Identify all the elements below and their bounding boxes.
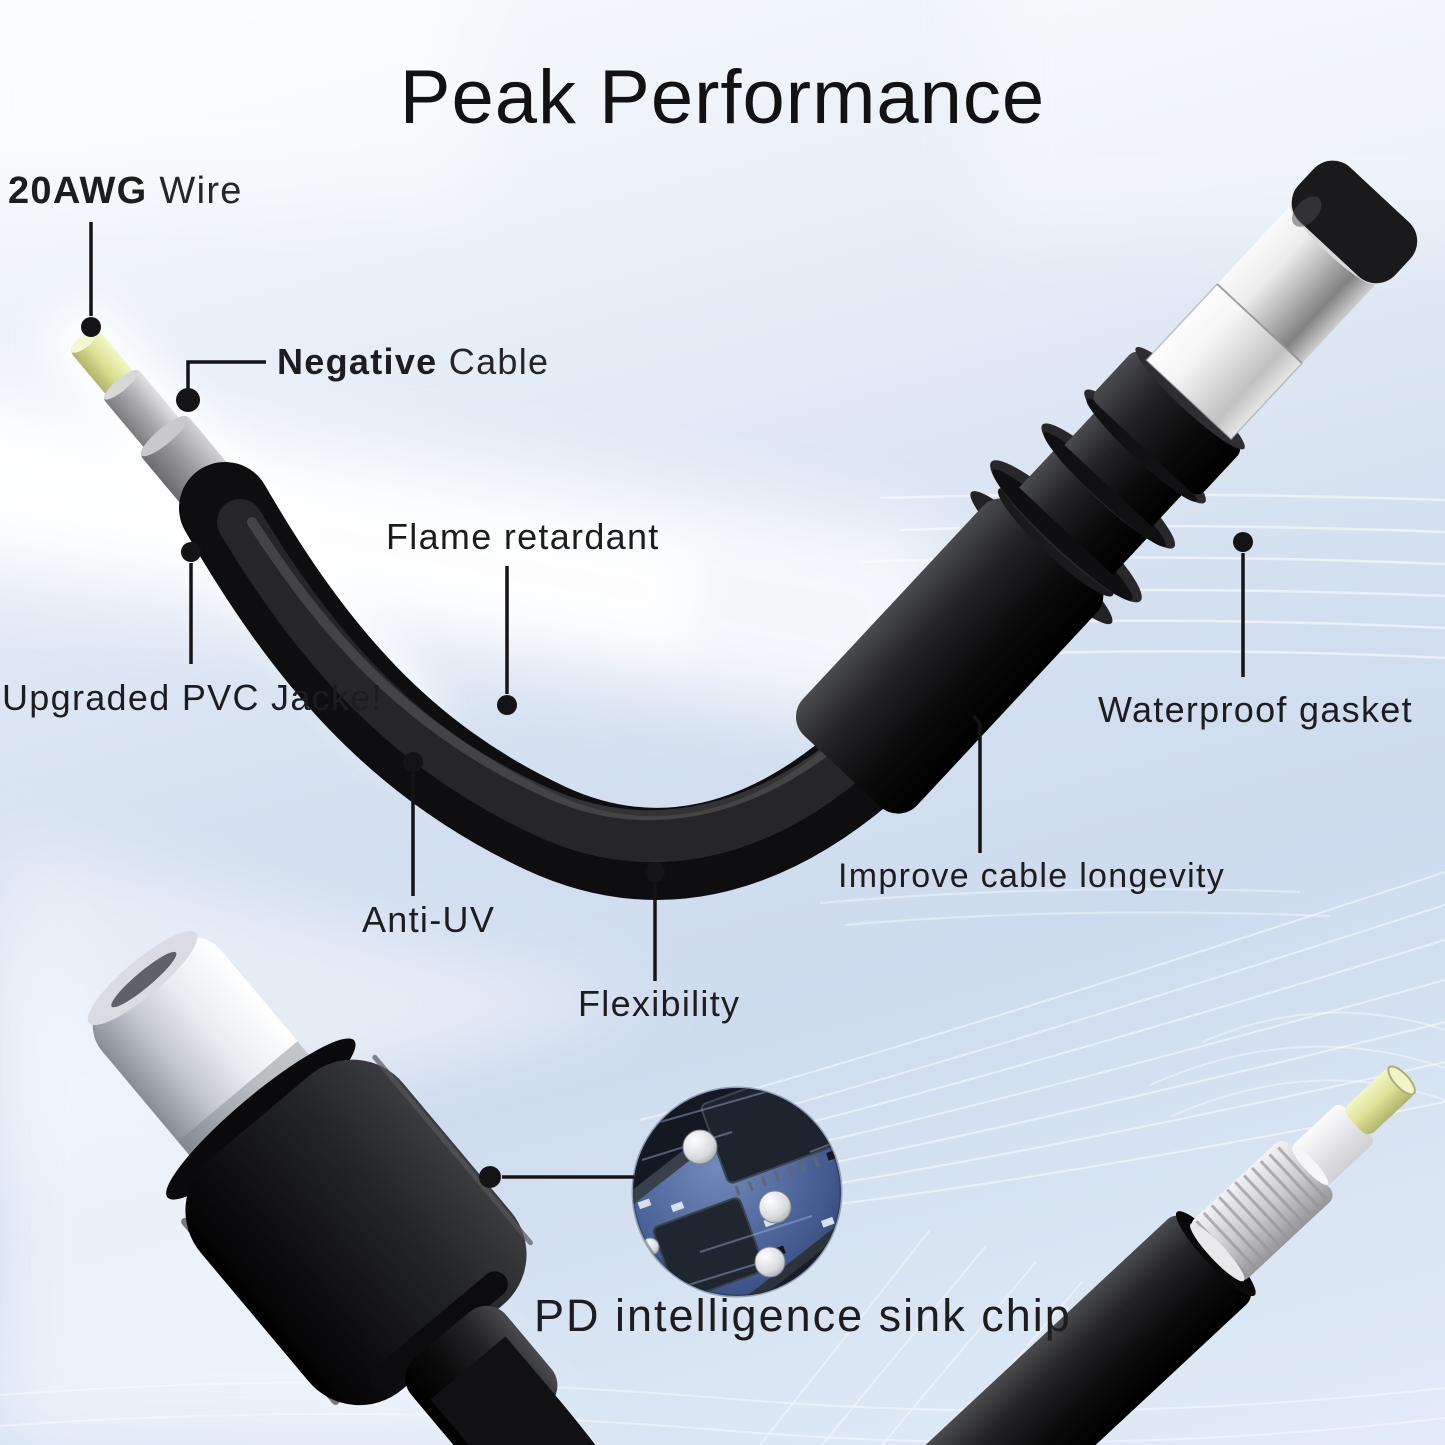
callout-awg xyxy=(81,222,101,337)
callout-waterproof xyxy=(1233,532,1253,677)
label-flame-retardant: Flame retardant xyxy=(386,516,660,557)
chip-inset xyxy=(631,1086,843,1298)
callout-dot xyxy=(81,317,101,337)
usbc-connector xyxy=(87,931,558,1445)
main-cable xyxy=(179,462,918,900)
dc-plug-barrel xyxy=(1145,160,1418,441)
label-20awg-wire: 20AWG Wire xyxy=(8,170,243,213)
callout-flexibility xyxy=(645,862,665,981)
callout-anti-uv xyxy=(403,752,423,896)
stripped-cable-bottom xyxy=(889,1065,1416,1445)
callout-dot xyxy=(181,542,201,562)
label-improve-cable-longevity: Improve cable longevity xyxy=(838,857,1226,895)
label-negative-cable: Negative Cable xyxy=(277,341,549,383)
callout-dot xyxy=(176,388,200,412)
ic-chip-small xyxy=(652,1197,765,1296)
label-anti-uv: Anti-UV xyxy=(362,899,496,940)
callout-dot xyxy=(497,695,517,715)
dc-connector xyxy=(795,160,1418,814)
label-negative-strong: Negative xyxy=(277,341,438,382)
capacitor xyxy=(758,1190,792,1224)
label-flexibility: Flexibility xyxy=(578,983,741,1024)
callouts xyxy=(81,222,1253,1188)
callout-longevity xyxy=(972,714,982,853)
label-20awg-strong: 20AWG xyxy=(8,170,148,212)
capacitor xyxy=(682,1129,718,1165)
label-waterproof-gasket: Waterproof gasket xyxy=(1098,689,1413,730)
callout-dot xyxy=(479,1166,501,1188)
waterproof-gasket-fins xyxy=(990,389,1206,603)
callout-dot xyxy=(1233,532,1253,552)
connector-body xyxy=(795,498,1104,814)
pvc-jacket xyxy=(889,1215,1252,1445)
label-20awg-light: Wire xyxy=(147,170,243,212)
usbc-cable xyxy=(430,1336,596,1445)
connector-nut xyxy=(1093,351,1241,495)
callout-flame xyxy=(497,566,517,715)
callout-dot xyxy=(403,752,423,772)
capacitor xyxy=(754,1246,786,1278)
callout-dot xyxy=(645,862,665,882)
page-title: Peak Performance xyxy=(399,55,1046,140)
callout-negative xyxy=(176,360,266,412)
callout-pvc xyxy=(181,542,201,664)
dc-plug-tip-cap xyxy=(1291,160,1418,284)
label-negative-light: Cable xyxy=(437,341,550,382)
callout-chip xyxy=(479,1166,634,1188)
label-upgraded-pvc-jacket: Upgraded PVC Jacke! xyxy=(2,677,383,718)
label-pd-intelligence-sink-chip: PD intelligence sink chip xyxy=(534,1290,1072,1341)
